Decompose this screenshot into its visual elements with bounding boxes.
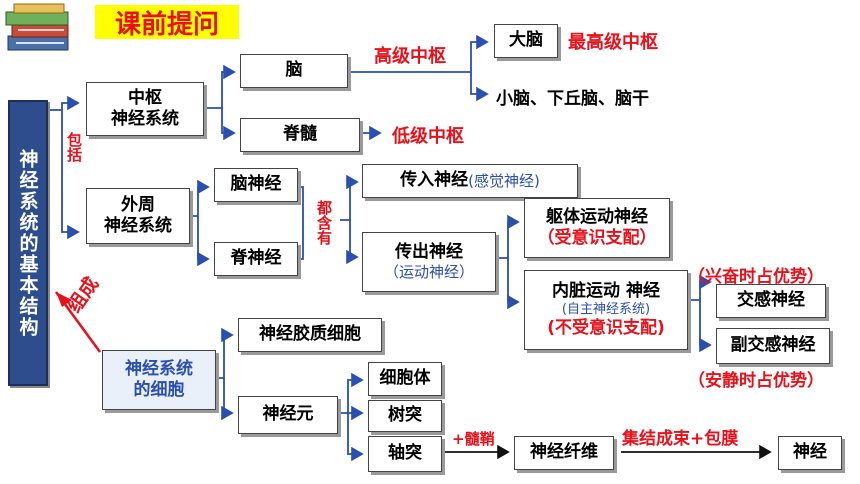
label-myelin: +髓鞘 [452, 430, 495, 448]
books-icon [5, 3, 69, 51]
label-excitement: （兴奋时占优势） [688, 267, 824, 287]
visceral-label: 内脏运动 神经 [552, 280, 660, 301]
label-douhanyou: 都含有 [315, 200, 333, 245]
node-spinal-cord: 脊髓 [240, 118, 360, 152]
composition-arrow [54, 291, 102, 353]
label-baokuo: 包括 [65, 132, 83, 162]
efferent-label: 传出神经 [395, 242, 463, 262]
label-calm: （安静时占优势） [688, 371, 824, 391]
sidebar-title: 神经系统的基本结构 [8, 100, 48, 386]
node-cerebrum: 大脑 [494, 24, 558, 58]
node-afferent-nerve: 传入神经 (感觉神经) [362, 164, 578, 198]
node-spinal-nerves: 脊神经 [214, 242, 298, 276]
node-brain: 脑 [240, 54, 348, 88]
efferent-sub: （运动神经） [383, 263, 474, 282]
node-axon: 轴突 [368, 436, 442, 472]
label-bundle: 集结成束+包膜 [622, 429, 739, 449]
label-highest-center: 最高级中枢 [568, 32, 658, 53]
node-nervous-system-cells: 神经系统 的细胞 [102, 350, 216, 410]
afferent-label: 传入神经 [400, 170, 469, 191]
afferent-sub: (感觉神经) [468, 171, 540, 190]
node-cranial-nerves: 脑神经 [214, 168, 298, 202]
page-title: 课前提问 [95, 5, 239, 40]
node-visceral-motor-nerve: 内脏运动 神经 (自主神经系统) (不受意识支配) [524, 270, 688, 350]
label-low-center: 低级中枢 [392, 126, 464, 147]
node-nerve: 神经 [778, 436, 842, 470]
label-high-center: 高级中枢 [374, 46, 446, 67]
somatic-sub: （受意识支配） [537, 228, 657, 248]
node-central-nervous-system: 中枢 神经系统 [86, 82, 204, 136]
somatic-label: 躯体运动神经 [546, 206, 648, 227]
node-parasympathetic-nerve: 副交感神经 [716, 328, 830, 364]
node-other-brain-parts: 小脑、下丘脑、脑干 [496, 89, 649, 109]
visceral-mid: (自主神经系统) [561, 301, 651, 317]
node-efferent-nerve: 传出神经 （运动神经） [362, 232, 496, 292]
node-cell-body: 细胞体 [368, 362, 442, 396]
node-somatic-motor-nerve: 躯体运动神经 （受意识支配） [524, 198, 670, 258]
node-glial-cells: 神经胶质细胞 [238, 318, 382, 352]
node-dendrite: 树突 [368, 400, 442, 432]
node-sympathetic-nerve: 交感神经 [716, 284, 826, 318]
node-neuron: 神经元 [238, 396, 338, 434]
visceral-sub: (不受意识支配) [547, 318, 665, 339]
node-nerve-fiber: 神经纤维 [514, 436, 614, 470]
node-peripheral-nervous-system: 外周 神经系统 [86, 188, 190, 244]
